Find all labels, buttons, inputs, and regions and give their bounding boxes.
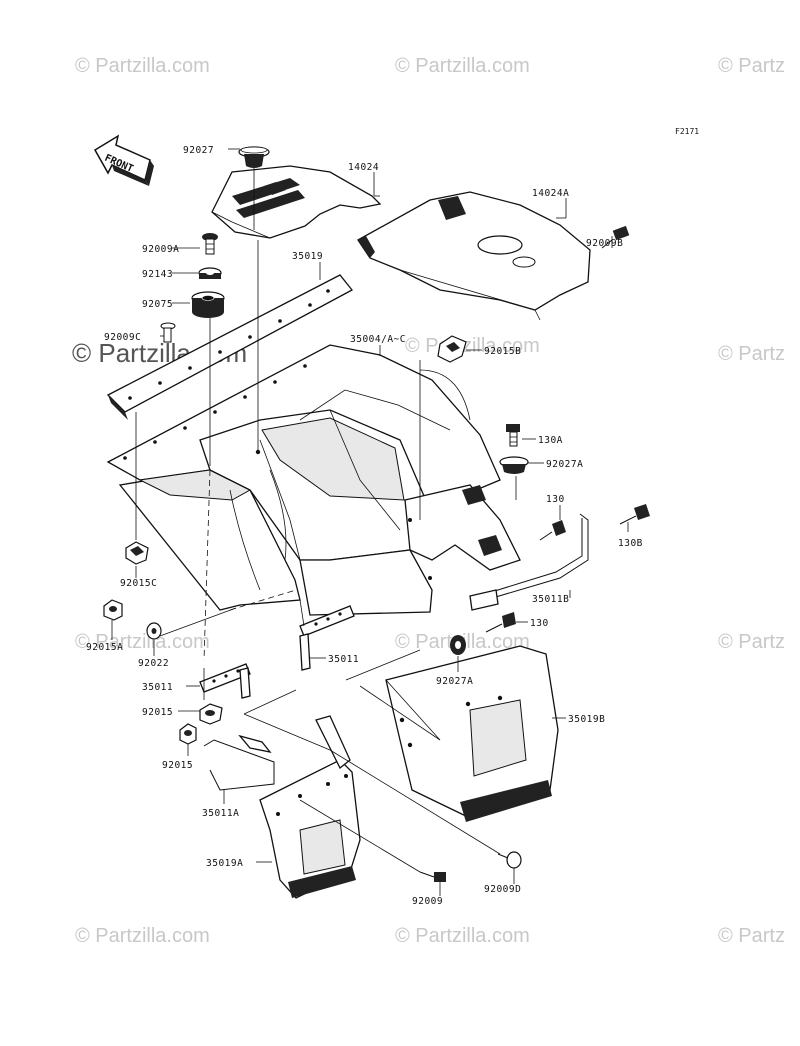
part-92015a-nut — [103, 599, 123, 621]
label-92075: 92075 — [142, 299, 173, 310]
watermark-layer: © Partzilla.com © Partzilla.com © Partz … — [72, 55, 785, 947]
part-92015-nut — [199, 703, 223, 725]
label-92027a: 92027A — [546, 459, 583, 470]
label-35019b: 35019B — [568, 714, 605, 725]
figure-reference: F2171 — [675, 127, 699, 136]
part-35019b-mudflap — [385, 645, 559, 822]
watermark: © Partzilla.com — [395, 55, 530, 77]
label-92015b: 92015B — [484, 346, 521, 357]
label-92143: 92143 — [142, 269, 173, 280]
label-92009d: 92009D — [484, 884, 521, 895]
label-92027: 92027 — [183, 145, 214, 156]
label-35019: 35019 — [292, 251, 323, 262]
watermark: © Partz — [718, 631, 785, 653]
part-92009-bolt — [419, 871, 446, 882]
part-130b-bolt — [619, 504, 650, 525]
part-35011-bracket — [199, 663, 251, 699]
part-92009c-bolt — [160, 322, 176, 343]
label-92015c: 92015C — [120, 578, 157, 589]
part-130-bolt — [539, 520, 566, 541]
label-92027a: 92027A — [436, 676, 473, 687]
part-92143-collar — [198, 267, 222, 279]
part-92015-nut — [179, 723, 197, 745]
part-92027-grommet — [238, 146, 270, 168]
label-130: 130 — [530, 618, 549, 629]
label-35011: 35011 — [328, 654, 359, 665]
part-130-bolt — [485, 612, 516, 633]
part-14024-cover — [211, 165, 382, 239]
label-92009b: 92009B — [586, 238, 623, 249]
label-130: 130 — [546, 494, 565, 505]
label-92009c: 92009C — [104, 332, 141, 343]
label-35004: 35004/A~C — [350, 334, 406, 345]
label-35011: 35011 — [142, 682, 173, 693]
leader-lines — [111, 148, 629, 896]
part-92022-washer — [146, 622, 162, 640]
part-35011a-stay — [203, 734, 275, 791]
part-35011-bracket — [299, 605, 355, 671]
part-35011b-stay — [469, 513, 589, 611]
front-arrow-icon: FRONT — [93, 134, 154, 186]
label-130b: 130B — [618, 538, 643, 549]
label-92009: 92009 — [412, 896, 443, 907]
part-92027a-grommet — [499, 456, 529, 474]
label-130a: 130A — [538, 435, 563, 446]
label-35019a: 35019A — [206, 858, 243, 869]
part-92009a-bolt — [202, 233, 218, 255]
label-92015: 92015 — [162, 760, 193, 771]
part-92015c-nut — [125, 541, 149, 565]
label-92015a: 92015A — [86, 642, 123, 653]
label-35011b: 35011B — [532, 594, 569, 605]
label-92015: 92015 — [142, 707, 173, 718]
watermark: © Partz — [718, 343, 785, 365]
part-labels: 92027 14024 14024A 92009A 92009B 92143 3… — [86, 145, 643, 907]
part-35019a-mudflap — [259, 715, 361, 899]
part-92075-damper — [191, 291, 225, 318]
part-92009b-bolt — [601, 225, 630, 249]
part-92015b-nut — [437, 335, 467, 363]
part-92009d-bolt — [497, 851, 522, 869]
watermark: © Partzilla.com — [75, 925, 210, 947]
watermark: © Partz — [718, 55, 785, 77]
watermark: © Partz — [718, 925, 785, 947]
label-14024: 14024 — [348, 162, 379, 173]
watermark: © Partzilla.com — [395, 925, 530, 947]
label-92022: 92022 — [138, 658, 169, 669]
part-92027a-grommet — [450, 635, 466, 655]
label-92009a: 92009A — [142, 244, 179, 255]
label-14024a: 14024A — [532, 188, 569, 199]
watermark: © Partzilla.com — [75, 631, 210, 653]
part-35004-fender — [106, 344, 521, 616]
label-35011a: 35011A — [202, 808, 239, 819]
watermark: © Partzilla.com — [75, 55, 210, 77]
part-35019-bracket — [106, 274, 353, 420]
part-130a-bolt — [506, 424, 520, 447]
part-14024a-cover — [357, 191, 591, 321]
